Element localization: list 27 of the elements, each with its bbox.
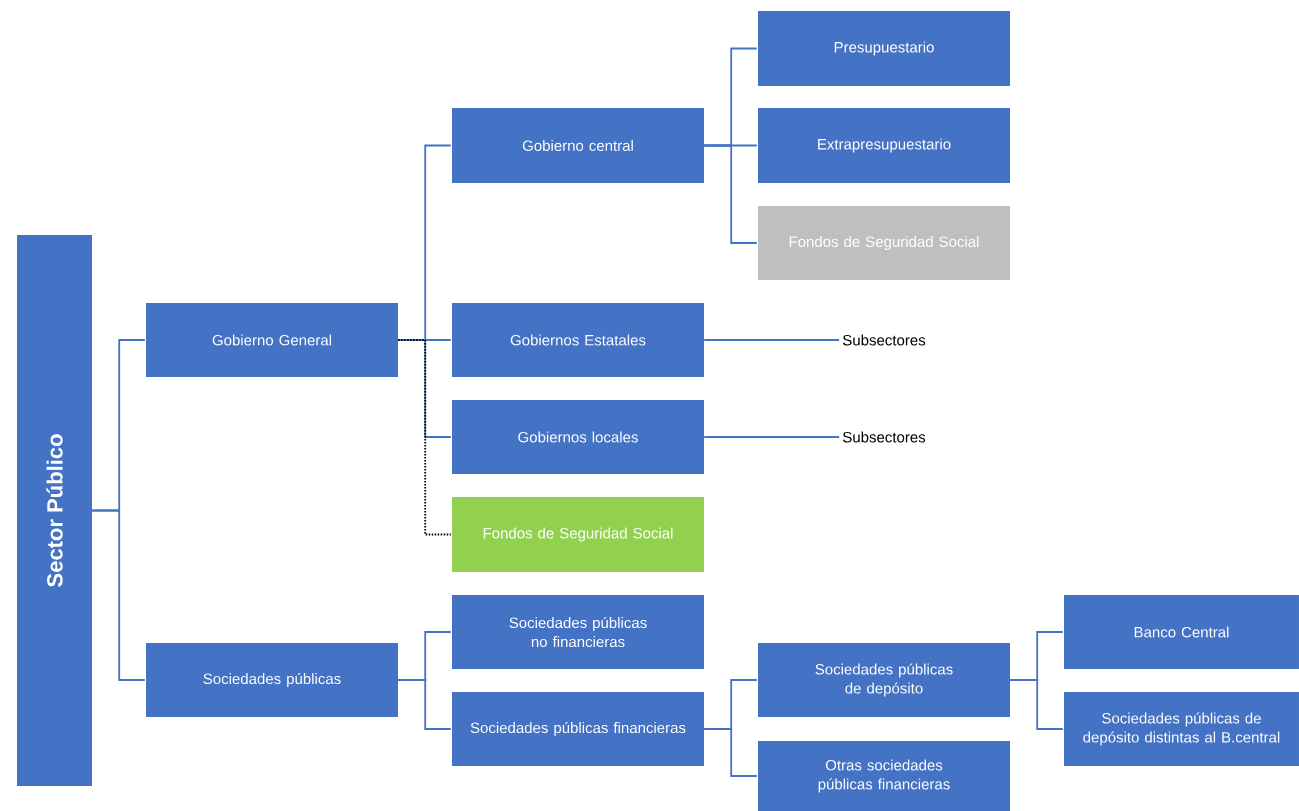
subsector-label: Subsectores [843,431,926,443]
connector-line [703,728,758,777]
connector-line [703,436,840,438]
category-box: Gobiernos Estatales [452,303,704,377]
category-box: Presupuestario [758,11,1010,86]
connector-line [1009,679,1064,730]
category-box: Banco Central [1064,595,1299,669]
category-box: Sociedades públicas de depósito distintas al B.central [1064,692,1299,766]
category-box: Sociedades públicas no financieras [452,595,704,669]
category-box: Sociedades públicas [146,643,398,717]
connector-line [703,339,840,341]
category-box: Fondos de Seguridad Social [452,497,704,572]
category-box: Gobiernos locales [452,400,704,474]
connector-line [91,509,146,681]
connector-line [703,144,758,244]
connector-line [397,339,452,536]
connector-line [397,339,452,438]
category-box: Otras sociedades públicas financieras [758,741,1010,811]
category-box: Fondos de Seguridad Social [758,206,1010,280]
sector-bar: Sector Público [17,235,92,786]
connector-line [397,679,452,730]
category-box: Sociedades públicas de depósito [758,643,1010,717]
category-box: Extrapresupuestario [758,108,1010,183]
category-box: Sociedades públicas financieras [452,692,704,766]
category-box: Gobierno General [146,303,398,377]
category-box: Gobierno central [452,108,704,183]
subsector-label: Subsectores [843,334,926,346]
